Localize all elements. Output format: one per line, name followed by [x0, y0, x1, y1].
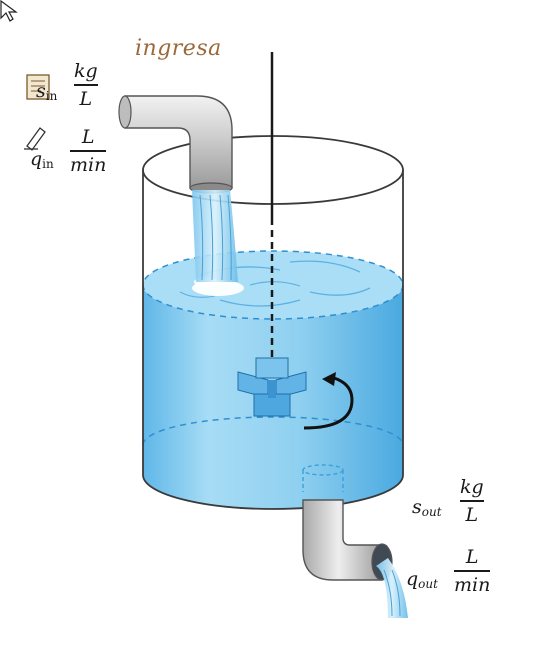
inflow-stream — [192, 190, 238, 282]
outflow-stream — [376, 558, 408, 618]
rotation-arrow-icon — [303, 372, 354, 430]
inflow-flow-unit: L min — [70, 126, 107, 176]
cursor-arrow-icon — [0, 0, 18, 22]
inflow-concentration-symbol: sin — [36, 80, 58, 103]
inlet-pipe — [118, 95, 233, 194]
water-body — [142, 250, 404, 509]
outflow-concentration-symbol: sout — [412, 496, 442, 519]
inflow-flow-symbol: qin — [30, 148, 54, 171]
outflow-concentration-unit: kg L — [460, 476, 484, 526]
note-icon — [26, 74, 50, 100]
impeller — [237, 357, 307, 417]
handwritten-annotation: ingresa — [135, 36, 222, 61]
inflow-concentration-unit: kg L — [74, 60, 98, 110]
pen-icon — [24, 127, 46, 151]
outflow-flow-symbol: qout — [406, 568, 438, 591]
outflow-flow-unit: L min — [454, 546, 491, 596]
